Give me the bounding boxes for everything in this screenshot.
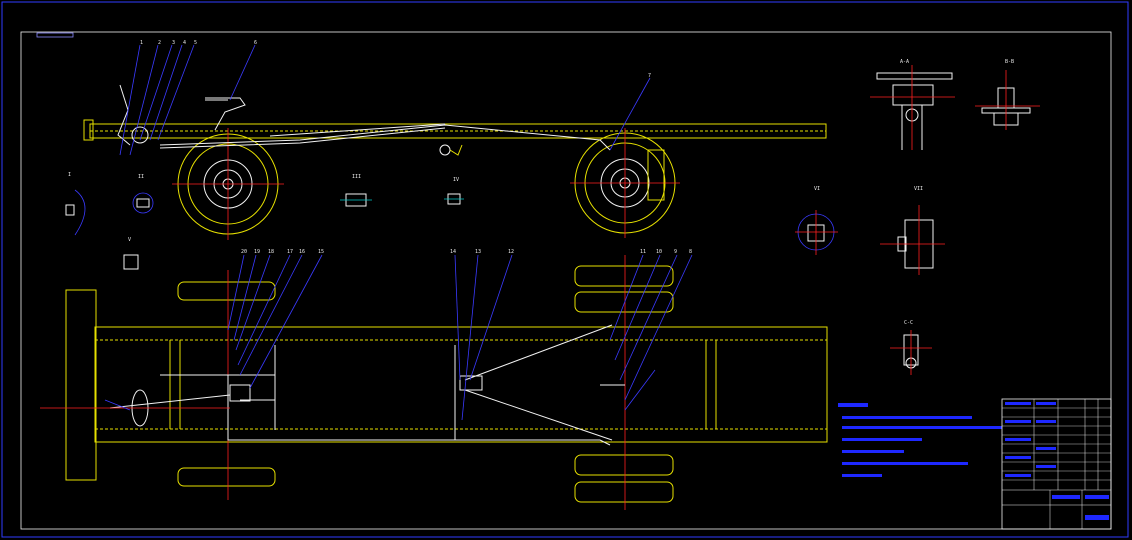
- rear-right-inner-wheel: [574, 454, 674, 476]
- callout-19: 19: [254, 249, 260, 255]
- callout-3: 3: [172, 40, 175, 46]
- callout-8: 8: [689, 249, 692, 255]
- callout-20: 20: [241, 249, 247, 255]
- section-mark-c: C-C: [904, 320, 913, 326]
- callout-1: 1: [140, 40, 143, 46]
- callout-17: 17: [287, 249, 293, 255]
- drawing-number-box: [36, 32, 74, 38]
- callout-13: 13: [475, 249, 481, 255]
- title-block: [1001, 398, 1112, 530]
- callout-10: 10: [656, 249, 662, 255]
- callout-14: 14: [450, 249, 456, 255]
- section-mark-a: A-A: [900, 59, 909, 65]
- rear-left-outer-wheel: [574, 265, 674, 287]
- svg-text:VII: VII: [914, 186, 923, 192]
- rear-right-outer-wheel: [574, 481, 674, 503]
- callout-5: 5: [194, 40, 197, 46]
- inner-border: [20, 31, 1112, 530]
- callout-2: 2: [158, 40, 161, 46]
- svg-text:II: II: [138, 174, 144, 180]
- technical-notes: [838, 403, 1002, 477]
- svg-text:IV: IV: [453, 177, 459, 183]
- svg-text:VI: VI: [814, 186, 820, 192]
- section-mark-b: B-B: [1005, 59, 1014, 65]
- front-left-wheel: [177, 281, 276, 301]
- callout-18: 18: [268, 249, 274, 255]
- svg-text:V: V: [128, 237, 131, 243]
- svg-text:I: I: [68, 172, 71, 178]
- callout-9: 9: [674, 249, 677, 255]
- callout-11: 11: [640, 249, 646, 255]
- callout-6: 6: [254, 40, 257, 46]
- rear-wheel-side: [570, 128, 680, 238]
- plan-view: 20 19 18 17 16 15 14 13 12 11 10 9 8: [40, 249, 828, 510]
- rear-left-inner-wheel: [574, 291, 674, 313]
- callout-12: 12: [508, 249, 514, 255]
- side-view: 1 2 3 4 5 6 7: [83, 40, 827, 240]
- callout-15: 15: [318, 249, 324, 255]
- front-wheel-side: [172, 128, 284, 240]
- section-views-right: A-A B-B VI VII C-C: [795, 59, 1040, 375]
- svg-text:III: III: [352, 174, 361, 180]
- callout-4: 4: [183, 40, 186, 46]
- front-right-wheel: [177, 467, 276, 487]
- callout-7: 7: [648, 73, 651, 79]
- detail-views-left: I II V III IV: [65, 172, 464, 270]
- callout-16: 16: [299, 249, 305, 255]
